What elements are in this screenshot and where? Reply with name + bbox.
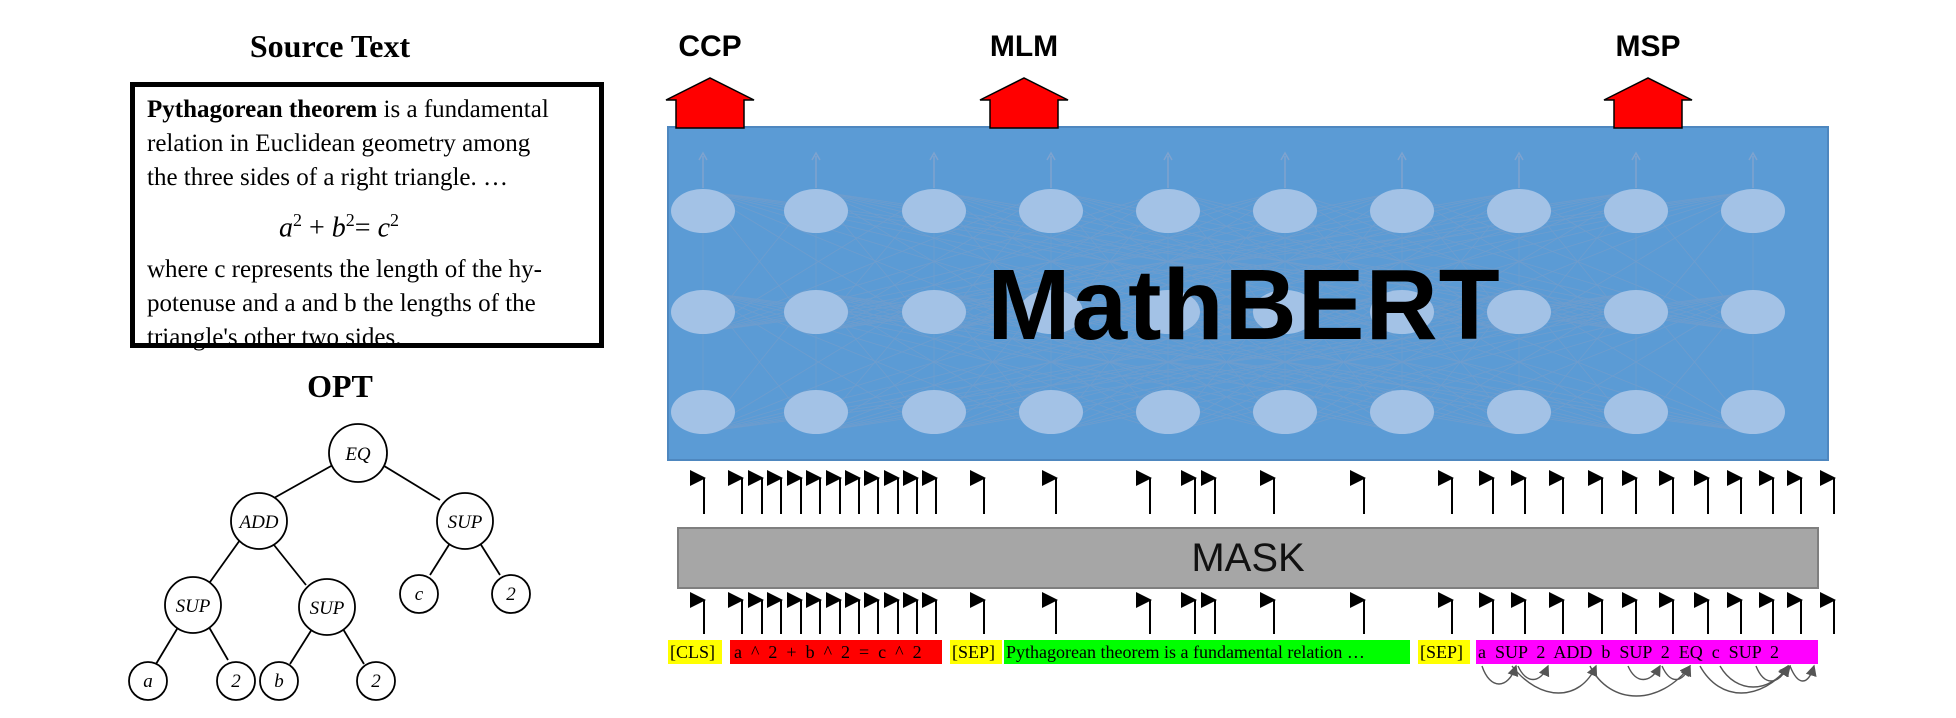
opt-node-c: c: [415, 584, 424, 605]
neuron: [1253, 189, 1317, 233]
token-text: Pythagorean theorem is a fundamental rel…: [1006, 642, 1365, 662]
neuron: [1019, 290, 1083, 334]
neuron: [1136, 189, 1200, 233]
neuron: [1604, 189, 1668, 233]
opt-tree-nodes: [128, 423, 531, 701]
source-text-line-3: the three sides of a right triangle. …: [147, 164, 508, 191]
neuron: [784, 390, 848, 434]
token-formula: a ^ 2 + b ^ 2 = c ^ 2: [734, 642, 922, 662]
mask-to-model-arrows: [690, 470, 1836, 514]
source-text-box: Pythagorean theorem is a fundamental rel…: [130, 82, 604, 351]
opt-node-sup-left: SUP: [176, 596, 211, 617]
mlm-arrow-icon: [979, 77, 1069, 129]
token-sep-1: [SEP]: [952, 642, 996, 662]
opt-node-a: a: [143, 671, 153, 692]
source-text-line-4: where c represents the length of the hy-: [147, 256, 542, 284]
neuron: [1721, 189, 1785, 233]
neuron: [671, 189, 735, 233]
network-output-arrows: [698, 151, 1758, 188]
source-text-bold: Pythagorean theorem: [147, 96, 378, 123]
neuron: [902, 290, 966, 334]
opt-relation-arcs: [1481, 664, 1817, 697]
opt-node-sup-mid: SUP: [310, 598, 345, 619]
opt-node-2-a: 2: [231, 671, 241, 692]
source-text-line-2: relation in Euclidean geometry among: [147, 130, 531, 157]
source-text-title: Source Text: [249, 28, 411, 64]
mlm-label: MLM: [989, 30, 1059, 63]
neuron: [1487, 290, 1551, 334]
neuron: [1370, 390, 1434, 434]
neuron: [1253, 390, 1317, 434]
ccp-arrow-icon: [665, 77, 755, 129]
source-text-line-6: triangle's other two sides.: [147, 324, 402, 352]
token-opt: a SUP 2 ADD b SUP 2 EQ c SUP 2: [1478, 642, 1780, 662]
opt-node-b: b: [274, 671, 284, 692]
token-formula-bg: [730, 640, 942, 664]
source-text-p1-rest: is a fundamental: [377, 96, 549, 123]
mask-label: MASK: [1191, 536, 1305, 580]
opt-node-eq: EQ: [344, 444, 371, 465]
neuron: [671, 390, 735, 434]
neuron: [1019, 189, 1083, 233]
neuron: [1370, 290, 1434, 334]
token-opt-bg: [1476, 640, 1818, 664]
neuron: [671, 290, 735, 334]
msp-label: MSP: [1615, 30, 1681, 63]
opt-title: OPT: [307, 368, 373, 404]
token-cls: [CLS]: [670, 642, 715, 662]
mathbert-title: MathBERT: [987, 249, 1501, 361]
token-sep-2: [SEP]: [1420, 642, 1464, 662]
opt-node-add: ADD: [237, 512, 278, 533]
token-to-mask-arrows: [690, 592, 1836, 634]
token-sep1-bg: [950, 640, 1002, 664]
token-cls-bg: [668, 640, 722, 664]
neuron: [1604, 290, 1668, 334]
source-text-line-1: Pythagorean theorem is a fundamental: [147, 93, 591, 127]
neuron: [1019, 390, 1083, 434]
neuron: [1487, 390, 1551, 434]
neuron: [784, 189, 848, 233]
mask-bar: [677, 527, 1819, 589]
network-neurons: [671, 189, 1785, 434]
opt-node-2-right: 2: [506, 584, 516, 605]
neuron: [1136, 390, 1200, 434]
neuron: [1136, 290, 1200, 334]
neuron: [1721, 290, 1785, 334]
neuron: [784, 290, 848, 334]
source-text-line-5: potenuse and a and b the lengths of the: [147, 290, 536, 318]
neuron: [1253, 290, 1317, 334]
msp-arrow-icon: [1603, 77, 1693, 129]
ccp-label: CCP: [678, 30, 742, 63]
neuron: [1721, 390, 1785, 434]
neuron: [902, 189, 966, 233]
neuron: [1487, 189, 1551, 233]
token-sep2-bg: [1418, 640, 1470, 664]
neuron: [1370, 189, 1434, 233]
token-text-bg: [1004, 640, 1410, 664]
pythagorean-equation: a2 + b2= c2: [278, 210, 400, 244]
opt-node-2-b: 2: [371, 671, 381, 692]
neuron: [902, 390, 966, 434]
neuron: [1604, 390, 1668, 434]
opt-node-sup-right: SUP: [448, 512, 483, 533]
